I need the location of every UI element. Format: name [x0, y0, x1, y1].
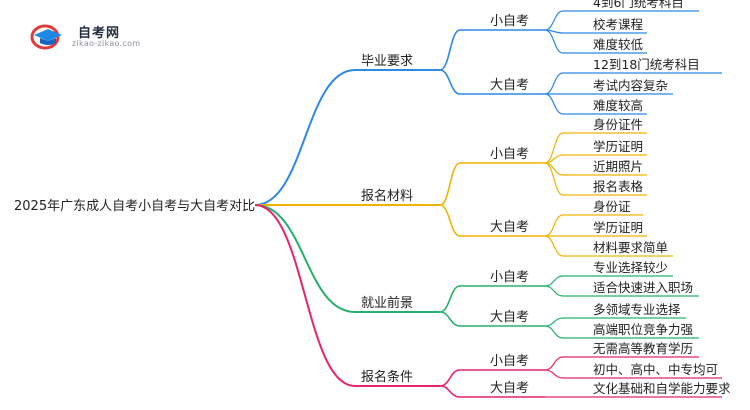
leaf-connector [544, 93, 564, 115]
branch-topic: 就业前景 [361, 295, 413, 311]
leaf-topic: 难度较高 [593, 98, 643, 113]
subtopic: 小自考 [490, 147, 529, 162]
subtopic: 大自考 [490, 220, 529, 235]
subtopic: 大自考 [490, 78, 529, 93]
branch-topic: 报名材料 [361, 188, 413, 204]
leaf-topic: 校考课程 [593, 17, 644, 32]
graduation-cap-icon [30, 24, 62, 50]
leaf-connector [544, 29, 564, 54]
subtopic: 小自考 [490, 14, 529, 29]
leaf-topic: 4到6门统考科目 [593, 0, 684, 10]
subtopic: 小自考 [490, 354, 529, 369]
leaf-topic: 近期照片 [593, 159, 643, 174]
leaf-connector [544, 285, 564, 297]
subtopic-connector [439, 29, 461, 71]
root-topic: 2025年广东成人自考小自考与大自考对比 [14, 199, 255, 214]
leaf-connector [544, 325, 564, 339]
leaf-topic: 多领域专业选择 [593, 302, 681, 317]
leaf-topic: 报名表格 [593, 179, 644, 194]
subtopic: 大自考 [490, 310, 529, 325]
branch-connector [254, 204, 356, 313]
subtopic-connector [439, 204, 461, 237]
branch-topic: 毕业要求 [361, 54, 413, 69]
subtopic: 大自考 [490, 381, 529, 396]
leaf-topic: 材料要求简单 [593, 240, 668, 255]
leaf-topic: 适合快速进入职场 [593, 280, 693, 295]
brand-url: zikao-zikao.com [72, 39, 141, 48]
subtopic-connector [439, 285, 461, 313]
leaf-topic: 高端职位竞争力强 [593, 322, 694, 337]
leaf-connector [544, 275, 564, 287]
leaf-topic: 12到18门统考科目 [593, 57, 700, 72]
subtopic-connector [439, 311, 461, 327]
leaf-topic: 初中、高中、中专均可 [593, 362, 718, 377]
leaf-connector [544, 356, 564, 371]
branch-connector [254, 69, 356, 206]
leaf-topic: 学历证明 [593, 220, 643, 235]
brand-logo: 自考网 zikao-zikao.com [30, 18, 160, 54]
leaf-topic: 难度较低 [593, 37, 644, 52]
branch-topic: 报名条件 [361, 369, 413, 385]
leaf-topic: 身份证件 [593, 117, 643, 132]
branch-connector [254, 204, 356, 387]
subtopic-connector [439, 385, 461, 398]
leaf-connector [544, 132, 564, 164]
leaf-connector [544, 162, 564, 196]
leaf-connector [544, 10, 564, 31]
subtopic-connector [439, 162, 461, 206]
subtopic-connector [439, 69, 461, 95]
leaf-topic: 文化基础和自学能力要求 [593, 381, 731, 396]
leaf-topic: 身份证 [593, 199, 631, 214]
leaf-connector [544, 317, 564, 327]
leaf-topic: 专业选择较少 [593, 260, 668, 275]
brand-name: 自考网 [78, 26, 121, 41]
leaf-connector [544, 369, 564, 379]
leaf-connector [544, 214, 564, 237]
subtopic: 小自考 [490, 270, 529, 285]
leaf-topic: 无需高等教育学历 [593, 341, 693, 356]
subtopic-connector [439, 369, 461, 387]
leaf-topic: 考试内容复杂 [593, 78, 668, 93]
leaf-connector [544, 235, 564, 257]
leaf-topic: 学历证明 [593, 139, 643, 154]
leaf-connector [544, 72, 564, 95]
